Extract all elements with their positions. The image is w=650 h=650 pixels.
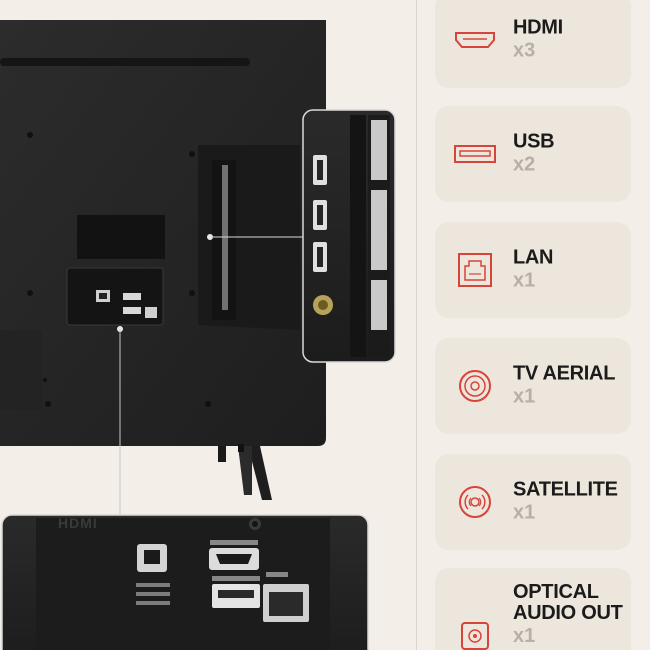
port-card-tv-aerial: TV AERIAL x1 [435, 338, 631, 434]
tv-aerial-icon [453, 364, 497, 408]
lan-icon [453, 248, 497, 292]
port-card-lan: LAN x1 [435, 222, 631, 318]
port-name: TV AERIAL [513, 362, 616, 385]
port-card-optical-audio-out: OPTICAL AUDIO OUT x1 [435, 568, 631, 650]
port-count: x2 [513, 153, 536, 176]
port-count: x1 [513, 269, 536, 292]
optical-audio-icon [453, 614, 497, 650]
port-card-satellite: SATELLITE x1 [435, 454, 631, 550]
port-count: x1 [513, 625, 536, 647]
port-name: LAN [513, 246, 554, 269]
port-count: x1 [513, 385, 536, 408]
port-name: USB [513, 130, 555, 153]
port-count: x3 [513, 39, 536, 62]
port-name: SATELLITE [513, 478, 618, 501]
port-name-line-1: OPTICAL [513, 581, 599, 603]
port-name-line-2: AUDIO OUT [513, 602, 623, 624]
port-card-usb: USB x2 [435, 106, 631, 202]
port-count: x1 [513, 501, 536, 524]
usb-icon [453, 132, 497, 176]
port-name: HDMI [513, 16, 563, 39]
hdmi-icon [453, 18, 497, 62]
satellite-icon [453, 480, 497, 524]
divider [416, 0, 417, 650]
port-card-hdmi: HDMI x3 [435, 0, 631, 88]
svg-text:HDMI: HDMI [58, 515, 98, 531]
